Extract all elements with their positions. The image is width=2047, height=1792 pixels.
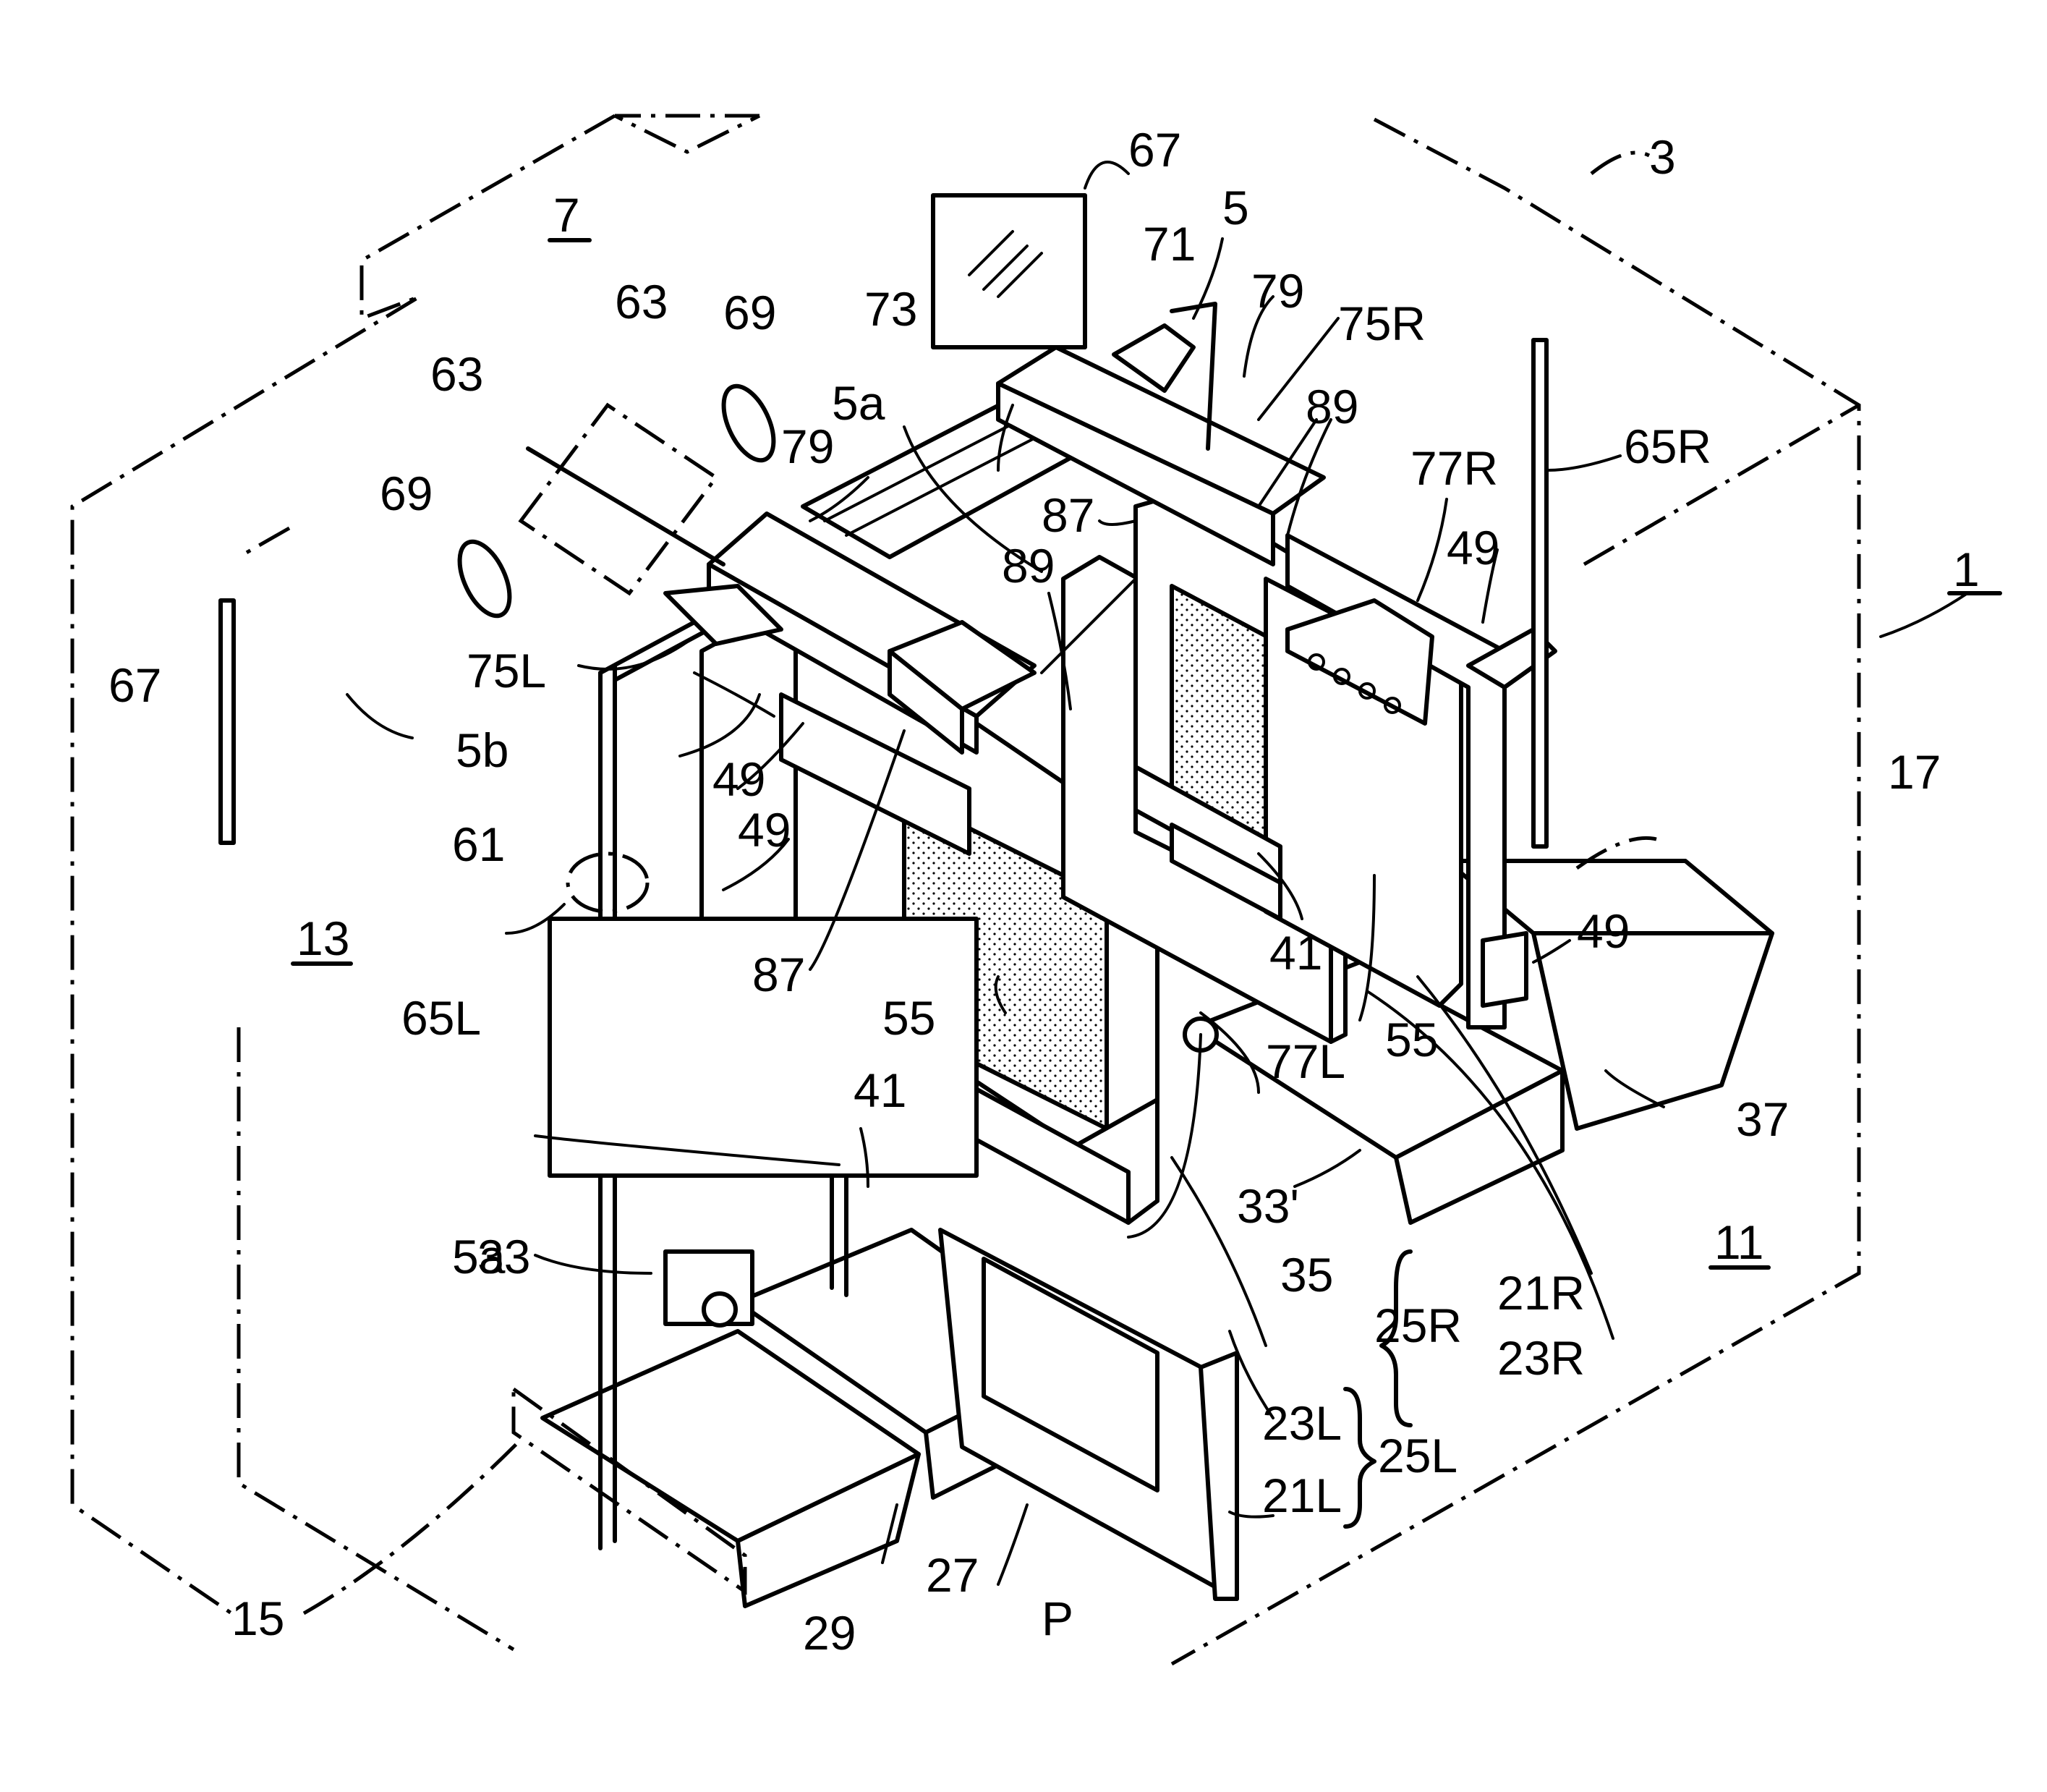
label-29: 29 xyxy=(803,1606,856,1660)
panel-67-top xyxy=(933,195,1085,347)
sensor-63-dashed xyxy=(521,405,716,593)
label-41-b: 41 xyxy=(1269,926,1322,980)
label-23R: 23R xyxy=(1497,1331,1585,1385)
label-33: 33 xyxy=(477,1230,530,1283)
label-33-prime: 33' xyxy=(1237,1179,1299,1233)
label-49-c: 49 xyxy=(1447,521,1499,574)
label-67-b: 67 xyxy=(108,658,161,712)
label-77L: 77L xyxy=(1266,1035,1345,1088)
label-67-a: 67 xyxy=(1128,123,1181,177)
label-69-a: 69 xyxy=(723,286,776,339)
label-87-b: 87 xyxy=(752,948,805,1001)
label-5b: 5b xyxy=(456,723,508,777)
label-35: 35 xyxy=(1280,1248,1333,1301)
lens-69-b xyxy=(449,534,519,623)
label-11: 11 xyxy=(1714,1215,1764,1269)
label-27: 27 xyxy=(926,1548,979,1602)
label-49-d: 49 xyxy=(1577,904,1630,958)
rod-65R xyxy=(1533,340,1546,846)
label-65L: 65L xyxy=(401,991,481,1045)
cup-61 xyxy=(568,854,647,912)
label-87-a: 87 xyxy=(1042,488,1094,542)
label-25R: 25R xyxy=(1374,1299,1462,1352)
label-55-a: 55 xyxy=(882,991,935,1045)
label-7: 7 xyxy=(553,188,580,242)
label-37: 37 xyxy=(1736,1092,1789,1146)
label-55-b: 55 xyxy=(1385,1013,1438,1066)
label-15: 15 xyxy=(231,1592,284,1645)
label-89-a: 89 xyxy=(1306,380,1358,433)
rod-67-left xyxy=(221,600,234,843)
label-71: 71 xyxy=(1143,217,1196,271)
label-79-a: 79 xyxy=(781,420,834,473)
label-1: 1 xyxy=(1953,543,1980,596)
label-41-a: 41 xyxy=(854,1063,906,1117)
label-89-b: 89 xyxy=(1002,539,1055,593)
label-73: 73 xyxy=(864,282,917,336)
label-25L: 25L xyxy=(1378,1429,1457,1482)
label-49-b: 49 xyxy=(738,803,791,857)
label-49-a: 49 xyxy=(712,752,765,806)
label-65R: 65R xyxy=(1624,420,1711,473)
label-77R: 77R xyxy=(1410,441,1498,495)
label-17: 17 xyxy=(1888,745,1941,799)
label-13: 13 xyxy=(297,912,349,965)
label-21L: 21L xyxy=(1262,1469,1342,1522)
label-3: 3 xyxy=(1649,130,1676,184)
label-63-b: 63 xyxy=(430,347,483,401)
label-5a-top: 5a xyxy=(832,376,885,430)
label-5: 5 xyxy=(1222,181,1249,234)
label-79-b: 79 xyxy=(1251,264,1304,318)
label-P: P xyxy=(1042,1592,1073,1645)
label-75R: 75R xyxy=(1338,297,1426,350)
label-21R: 21R xyxy=(1497,1266,1585,1320)
label-61: 61 xyxy=(452,818,505,871)
lens-69-a xyxy=(713,378,783,467)
label-75L: 75L xyxy=(467,644,546,697)
label-63-a: 63 xyxy=(615,275,668,328)
label-69-b: 69 xyxy=(380,467,433,520)
label-23L: 23L xyxy=(1262,1396,1342,1450)
